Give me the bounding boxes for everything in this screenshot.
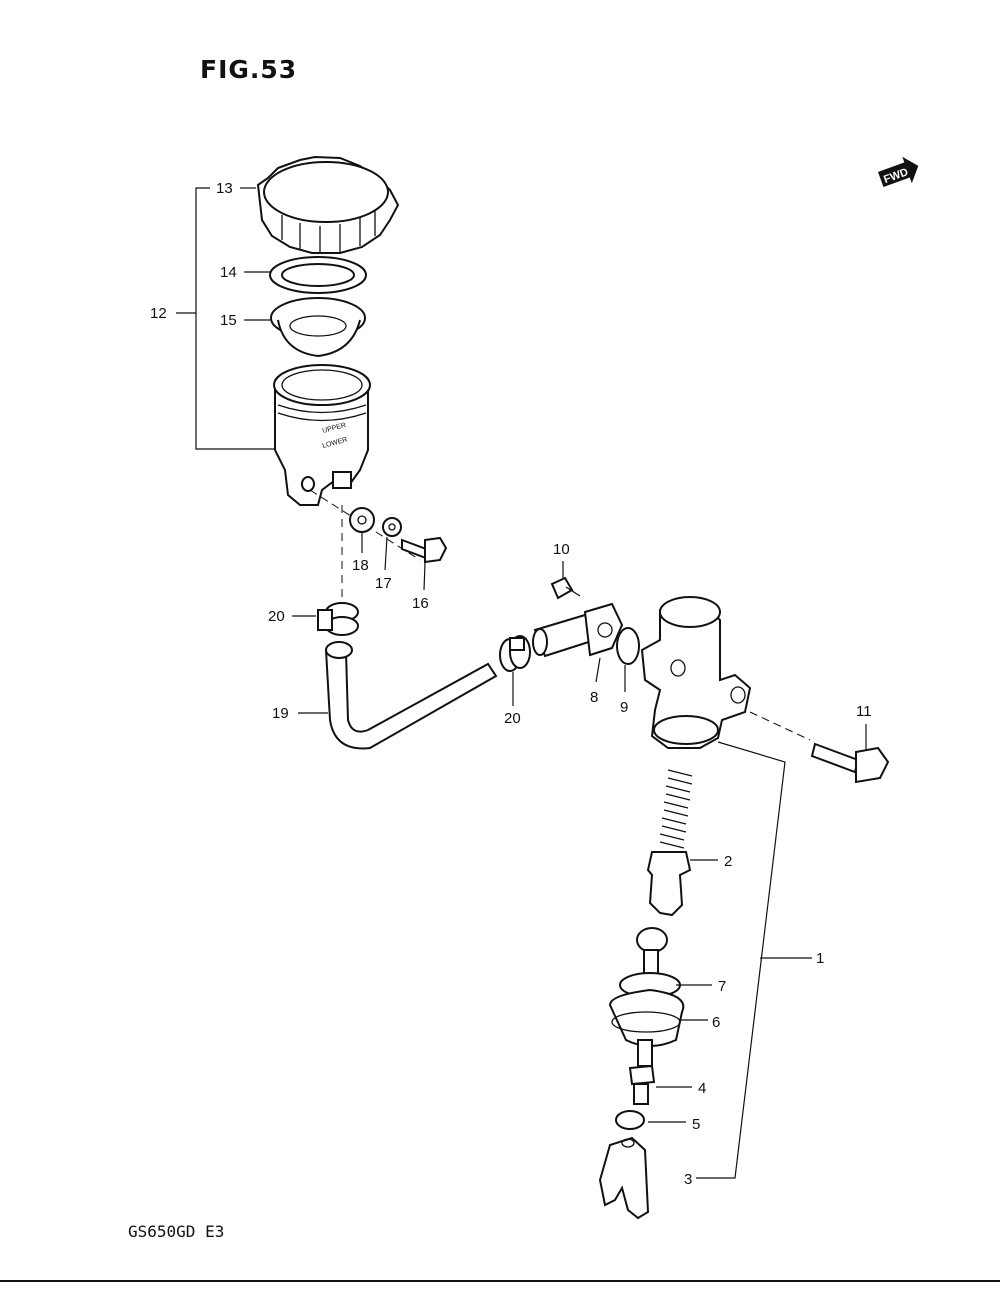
assembly-bracket-12 xyxy=(195,187,276,450)
washer-17 xyxy=(382,517,402,537)
callout-13: 13 xyxy=(216,180,233,197)
screw-10 xyxy=(550,576,581,600)
callout-7: 7 xyxy=(718,978,726,995)
o-ring-9 xyxy=(616,627,640,665)
callout-3: 3 xyxy=(684,1171,692,1188)
spring-piston-2 xyxy=(646,769,693,917)
bottom-border xyxy=(0,1280,1000,1282)
callout-2: 2 xyxy=(724,853,732,870)
callout-5: 5 xyxy=(692,1116,700,1133)
reservoir-cap xyxy=(256,155,400,254)
callout-9: 9 xyxy=(620,699,628,716)
callout-17: 17 xyxy=(375,575,392,592)
callout-14: 14 xyxy=(220,264,237,281)
callout-18: 18 xyxy=(352,557,369,574)
callout-15: 15 xyxy=(220,312,237,329)
hose-clip-right xyxy=(499,635,531,672)
washer-18 xyxy=(349,507,375,533)
hose-clip-left xyxy=(317,602,359,636)
hose xyxy=(324,648,498,750)
model-code: GS650GD E3 xyxy=(128,1222,225,1241)
hose-connector xyxy=(532,602,624,658)
callout-10: 10 xyxy=(553,541,570,558)
callout-1: 1 xyxy=(816,950,824,967)
figure-title: FIG.53 xyxy=(200,55,298,84)
bolt-11 xyxy=(810,742,890,784)
callout-20-left: 20 xyxy=(268,608,285,625)
callout-16: 16 xyxy=(412,595,429,612)
bolt-16 xyxy=(401,536,448,564)
callout-12: 12 xyxy=(150,305,167,322)
adjuster-nut-clevis xyxy=(598,1064,656,1220)
master-cylinder-body xyxy=(640,596,752,749)
callout-6: 6 xyxy=(712,1014,720,1031)
callout-19: 19 xyxy=(272,705,289,722)
fwd-arrow-badge: FWD xyxy=(878,156,919,188)
reservoir-body: UPPER LOWER xyxy=(273,364,371,506)
diaphragm xyxy=(270,297,366,358)
callout-8: 8 xyxy=(590,689,598,706)
callout-4: 4 xyxy=(698,1080,706,1097)
push-rod-boot xyxy=(608,927,685,1067)
cap-diaphragm-ring xyxy=(269,256,367,294)
callout-20-right: 20 xyxy=(504,710,521,727)
callout-11: 11 xyxy=(856,703,872,720)
